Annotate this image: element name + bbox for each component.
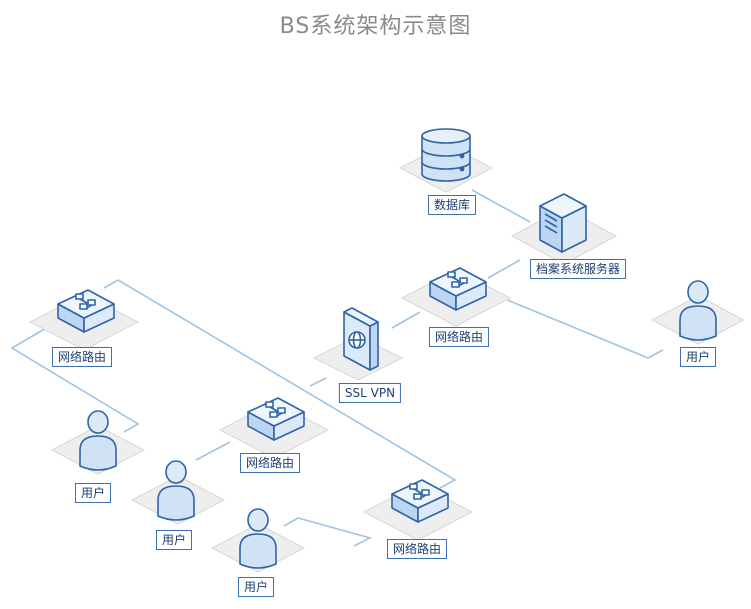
label-user-right: 用户 xyxy=(679,347,717,367)
connection-lines xyxy=(10,189,664,547)
label-router-left: 网络路由 xyxy=(51,347,113,367)
router-icon-bottom xyxy=(391,479,449,523)
diagram-title: BS系统架构示意图 xyxy=(279,14,472,39)
label-router-bottom: 网络路由 xyxy=(386,539,448,559)
vpn-shield-icon xyxy=(343,307,379,371)
label-router-center: 网络路由 xyxy=(428,327,490,347)
label-database: 数据库 xyxy=(427,195,477,215)
router-icon-mid xyxy=(247,397,305,441)
label-user-a: 用户 xyxy=(74,483,112,503)
link-vpn-mid xyxy=(309,377,327,387)
label-user-b: 用户 xyxy=(155,530,193,550)
link-left-user xyxy=(10,319,140,433)
link-mid-userb xyxy=(195,441,231,461)
label-router-mid: 网络路由 xyxy=(239,453,301,473)
label-user-c: 用户 xyxy=(237,577,275,597)
database-icon xyxy=(421,128,471,182)
link-server-router xyxy=(487,259,521,279)
user-icon-b xyxy=(157,460,195,521)
router-icon-center xyxy=(429,267,487,311)
link-left-bottom xyxy=(103,279,457,489)
link-bottom-userc xyxy=(283,517,373,547)
link-router-vpn xyxy=(391,311,421,329)
link-db-server xyxy=(471,189,531,223)
router-icon-left xyxy=(57,289,115,333)
label-archive-server: 档案系统服务器 xyxy=(529,259,627,279)
server-icon xyxy=(539,193,587,253)
platforms xyxy=(28,143,746,573)
user-icon-right xyxy=(679,280,717,341)
label-ssl-vpn: SSL VPN xyxy=(338,383,402,403)
link-router-user-right xyxy=(487,291,664,359)
user-icon-c xyxy=(239,508,277,569)
user-icon-a xyxy=(79,410,117,471)
